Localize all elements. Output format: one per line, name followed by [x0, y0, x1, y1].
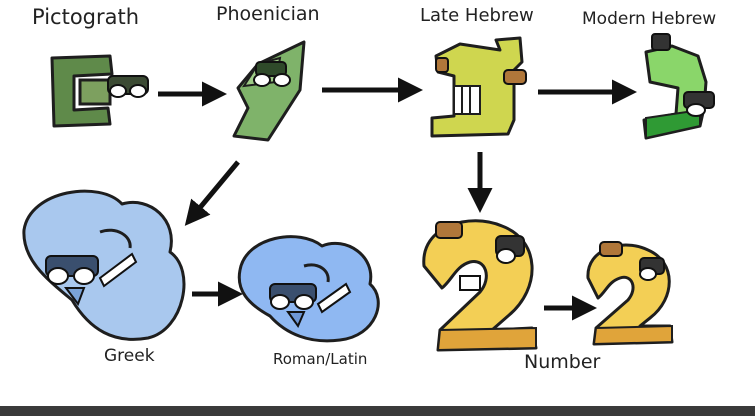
label-pictograph: Pictograth: [32, 5, 140, 29]
label-greek: Greek: [104, 346, 155, 366]
greek-character: [22, 189, 186, 341]
number-2-large-character: [422, 219, 538, 352]
label-phoenician: Phoenician: [216, 3, 320, 25]
roman-latin-eyes: [269, 282, 352, 329]
arrow-phoenician-to-greek: [184, 160, 240, 226]
label-roman-latin: Roman/Latin: [273, 350, 368, 368]
label-modern-hebrew: Modern Hebrew: [582, 9, 717, 29]
number-2-small-character: [586, 241, 674, 346]
modern-hebrew-character: [642, 33, 715, 140]
phoenician-eyes: [253, 61, 291, 87]
roman-latin-character: [237, 235, 380, 343]
late-hebrew-character: [430, 36, 527, 138]
greek-eyes: [45, 252, 138, 307]
late-hebrew-eyebrows: [435, 57, 527, 85]
label-number: Number: [524, 351, 601, 373]
pictograph-eyes: [107, 75, 149, 98]
pictograph-character: [50, 54, 149, 128]
label-late-hebrew: Late Hebrew: [420, 5, 534, 26]
phoenician-character: [232, 40, 306, 142]
number-2-small-eyes: [599, 241, 665, 281]
number-2-large-eyes: [435, 221, 525, 291]
bottom-border: [0, 406, 755, 416]
modern-hebrew-eyes: [651, 33, 715, 117]
